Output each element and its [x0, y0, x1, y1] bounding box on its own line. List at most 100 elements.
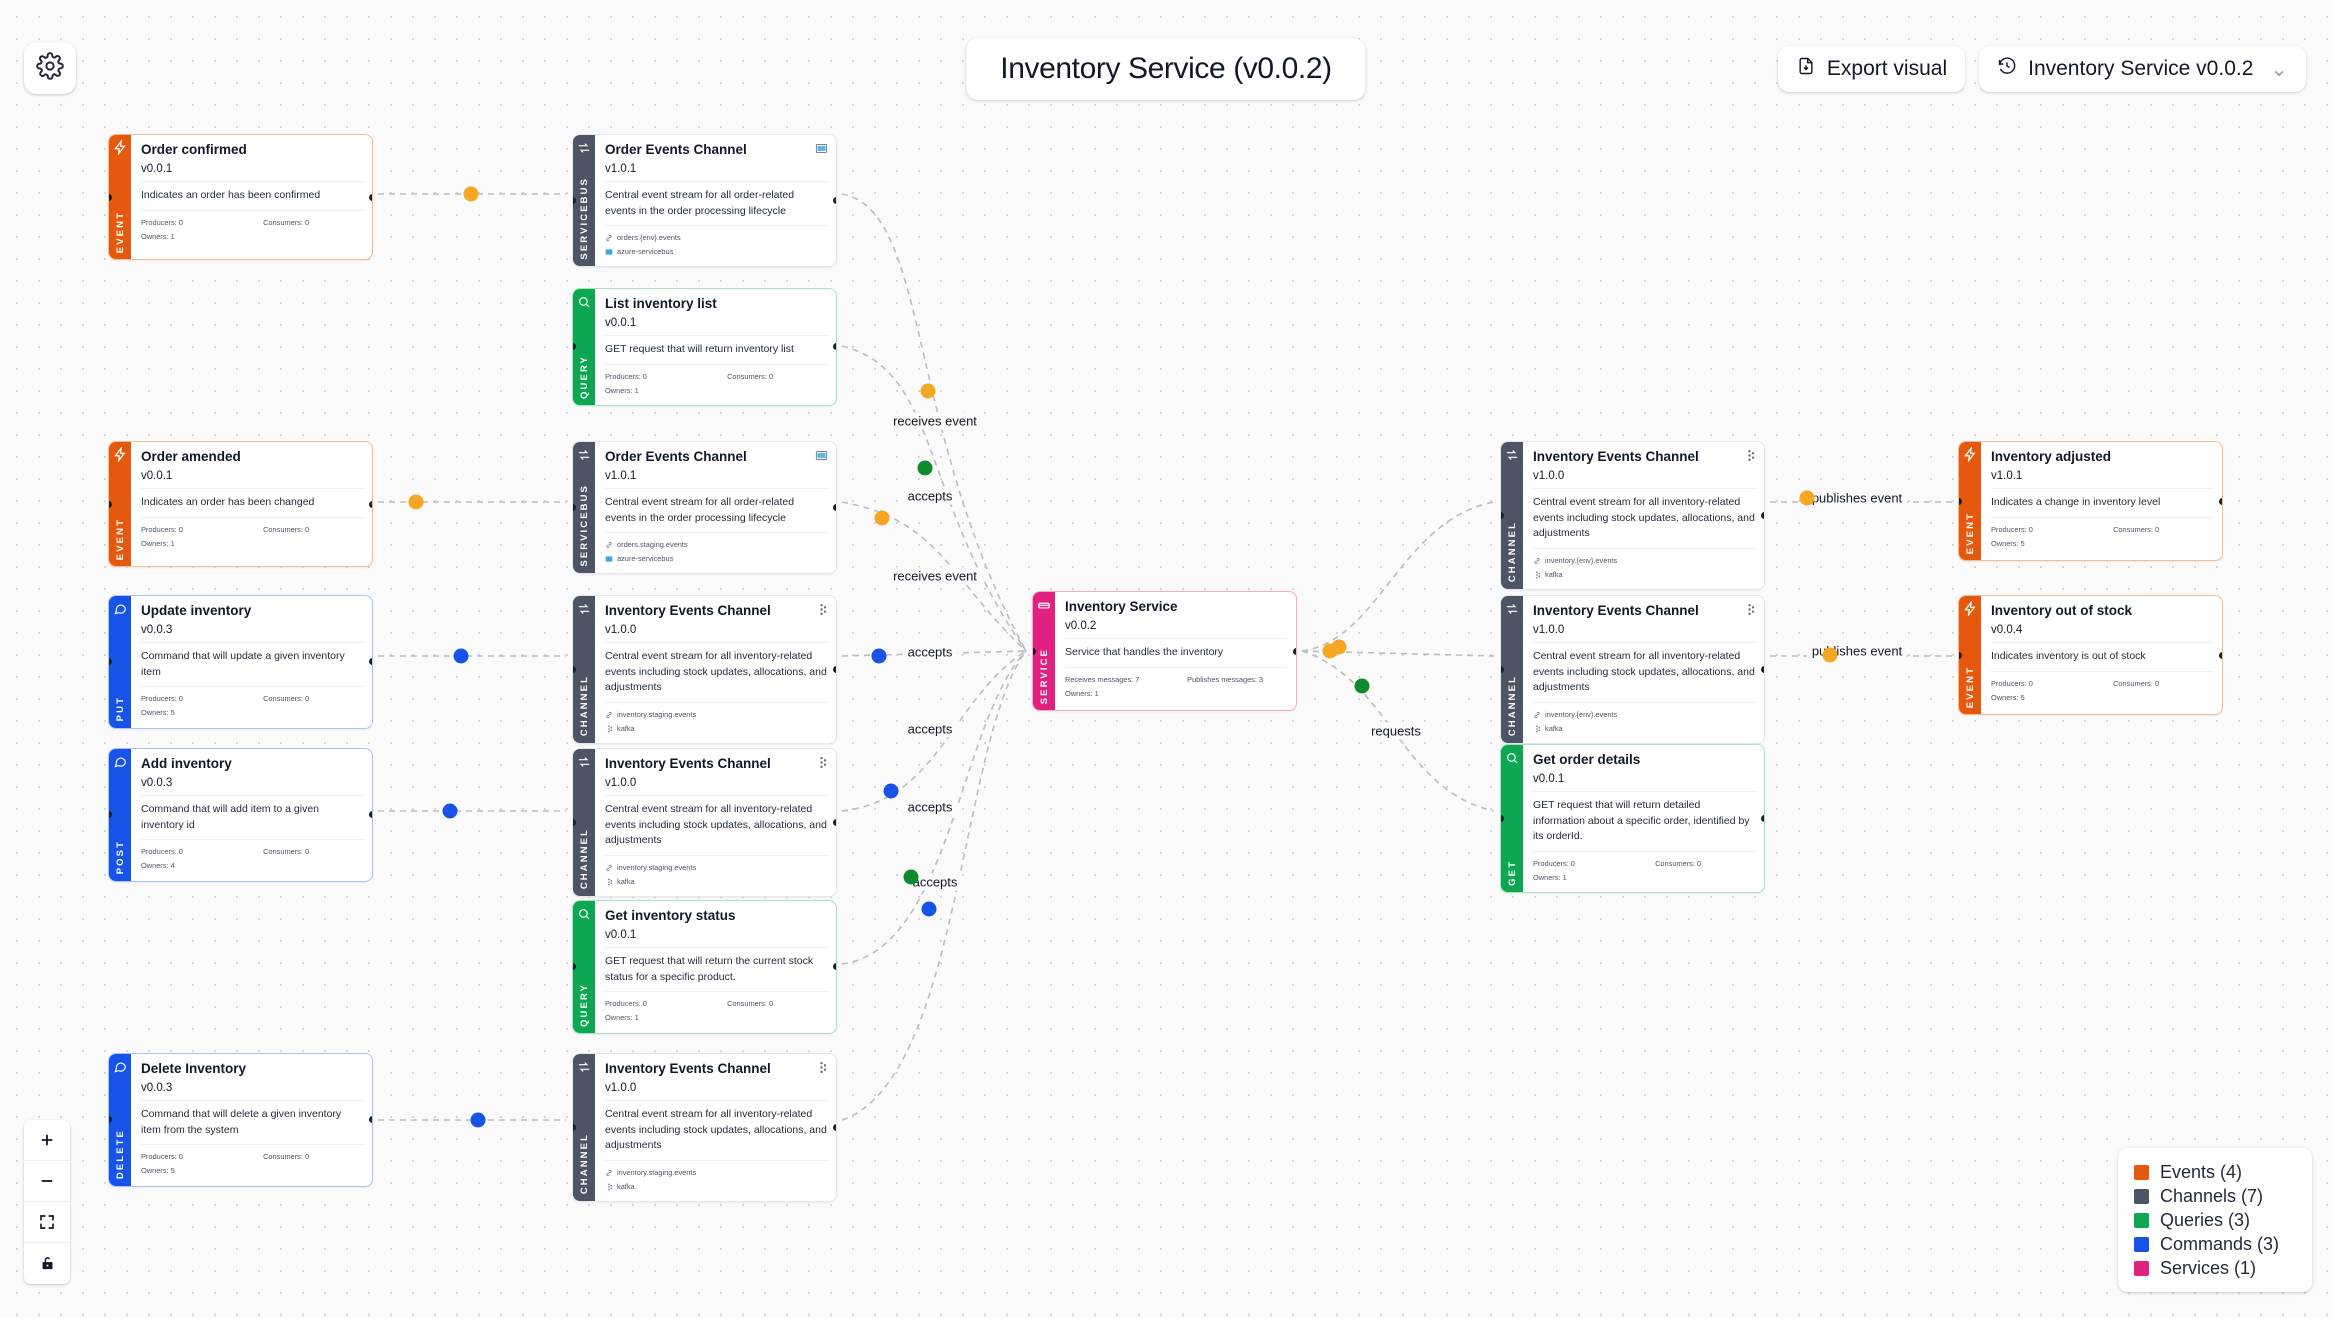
- exchange-icon: [577, 140, 592, 155]
- node-inventory-adjusted[interactable]: EVENT Inventory adjusted v1.0.1 Indicate…: [1958, 441, 2223, 561]
- node-inventory-events-channel-3[interactable]: CHANNEL Inventory Events Channel v1.0.0 …: [572, 1053, 837, 1202]
- legend-item[interactable]: Queries (3): [2134, 1208, 2296, 1232]
- legend-item[interactable]: Channels (7): [2134, 1184, 2296, 1208]
- node-body: Order Events Channel v1.0.1 Central even…: [595, 135, 836, 266]
- node-list-inventory-list[interactable]: QUERY List inventory list v0.0.1 GET req…: [572, 288, 837, 406]
- bolt-icon: [1963, 601, 1978, 616]
- node-order-amended[interactable]: EVENT Order amended v0.0.1 Indicates an …: [108, 441, 373, 567]
- node-add-inventory[interactable]: POST Add inventory v0.0.3 Command that w…: [108, 748, 373, 882]
- fit-view-button[interactable]: [24, 1202, 70, 1243]
- legend-swatch-services: [2134, 1260, 2149, 1276]
- node-rail: EVENT: [1959, 596, 1981, 714]
- node-handle-right[interactable]: [2219, 651, 2222, 659]
- node-get-order-details[interactable]: GET Get order details v0.0.1 GET request…: [1500, 744, 1765, 894]
- node-handle-right[interactable]: [833, 343, 836, 351]
- edge-animation-dot: [920, 383, 936, 399]
- node-body: Delete Inventory v0.0.3 Command that wil…: [131, 1054, 372, 1186]
- consumers-count: Consumers: 0: [263, 217, 310, 227]
- node-inventory-out-of-stock[interactable]: EVENT Inventory out of stock v0.0.4 Indi…: [1958, 595, 2223, 715]
- node-handle-left[interactable]: [1959, 497, 1962, 505]
- legend-item[interactable]: Events (4): [2134, 1160, 2296, 1184]
- node-order-events-channel-1[interactable]: SERVICEBUS Order Events Channel v1.0.1 C…: [572, 134, 837, 267]
- bolt-icon: [1963, 447, 1978, 462]
- node-handle-right[interactable]: [369, 658, 372, 666]
- node-handle-right[interactable]: [1761, 815, 1764, 823]
- node-handle-left[interactable]: [109, 193, 112, 201]
- node-handle-right[interactable]: [2219, 497, 2222, 505]
- zoom-out-button[interactable]: [24, 1161, 70, 1202]
- node-description: Indicates an order has been changed: [141, 489, 363, 518]
- node-handle-left[interactable]: [573, 343, 576, 351]
- node-tags: inventory.staging.events kafka: [605, 856, 827, 888]
- node-delete-inventory[interactable]: DELETE Delete Inventory v0.0.3 Command t…: [108, 1053, 373, 1187]
- node-description: Indicates an order has been confirmed: [141, 182, 363, 211]
- node-handle-right[interactable]: [833, 1123, 836, 1131]
- node-handle-left[interactable]: [1501, 665, 1504, 673]
- node-handle-left[interactable]: [573, 665, 576, 673]
- node-metrics: Producers: 0 Consumers: 0 Owners: 5: [1991, 672, 2213, 705]
- node-inventory-events-channel-1[interactable]: CHANNEL Inventory Events Channel v1.0.0 …: [572, 595, 837, 744]
- node-handle-left[interactable]: [1033, 647, 1036, 655]
- owners-count: Owners: 1: [1065, 688, 1099, 698]
- owners-count: Owners: 5: [1991, 538, 2025, 548]
- node-handle-right[interactable]: [1761, 665, 1764, 673]
- node-handle-left[interactable]: [109, 811, 112, 819]
- node-order-events-channel-2[interactable]: SERVICEBUS Order Events Channel v1.0.1 C…: [572, 441, 837, 574]
- node-handle-right[interactable]: [369, 500, 372, 508]
- zoom-in-button[interactable]: [24, 1120, 70, 1161]
- node-inventory-events-channel-5[interactable]: CHANNEL Inventory Events Channel v1.0.0 …: [1500, 595, 1765, 744]
- node-handle-left[interactable]: [109, 658, 112, 666]
- node-handle-right[interactable]: [369, 193, 372, 201]
- settings-button[interactable]: [24, 42, 76, 94]
- node-inventory-events-channel-2[interactable]: CHANNEL Inventory Events Channel v1.0.0 …: [572, 748, 837, 897]
- node-handle-left[interactable]: [573, 818, 576, 826]
- export-visual-button[interactable]: Export visual: [1777, 46, 1966, 92]
- edge-animation-dot: [903, 869, 919, 885]
- node-handle-right[interactable]: [1761, 511, 1764, 519]
- producers-count: Producers: 0: [141, 217, 183, 227]
- node-order-confirmed[interactable]: EVENT Order confirmed v0.0.1 Indicates a…: [108, 134, 373, 260]
- node-handle-left[interactable]: [573, 503, 576, 511]
- node-version: v1.0.0: [605, 777, 827, 796]
- node-handle-left[interactable]: [1501, 511, 1504, 519]
- node-handle-right[interactable]: [369, 1116, 372, 1124]
- node-handle-left[interactable]: [1959, 651, 1962, 659]
- exchange-icon: [577, 1059, 592, 1074]
- node-version: v1.0.1: [605, 470, 827, 489]
- node-handle-right[interactable]: [1293, 647, 1296, 655]
- consumers-count: Consumers: 0: [2113, 678, 2160, 688]
- node-handle-right[interactable]: [833, 665, 836, 673]
- node-handle-left[interactable]: [109, 1116, 112, 1124]
- channel-address: inventory.{env}.events: [1533, 554, 1755, 568]
- node-handle-right[interactable]: [833, 963, 836, 971]
- consumers-count: Consumers: 0: [1655, 859, 1702, 869]
- legend-item[interactable]: Services (1): [2134, 1256, 2296, 1280]
- node-handle-right[interactable]: [833, 196, 836, 204]
- chevron-down-icon[interactable]: ⌄: [2270, 57, 2288, 81]
- node-handle-left[interactable]: [573, 1123, 576, 1131]
- node-body: Inventory adjusted v1.0.1 Indicates a ch…: [1981, 442, 2222, 560]
- owners-count: Owners: 4: [141, 861, 175, 871]
- node-handle-left[interactable]: [573, 963, 576, 971]
- node-handle-right[interactable]: [833, 503, 836, 511]
- producers-count: Producers: 0: [1991, 678, 2033, 688]
- node-rail: SERVICEBUS: [573, 135, 595, 266]
- lock-toggle-button[interactable]: [24, 1243, 70, 1284]
- node-update-inventory[interactable]: PUT Update inventory v0.0.3 Command that…: [108, 595, 373, 729]
- node-handle-left[interactable]: [573, 196, 576, 204]
- document-download-icon: [1796, 56, 1816, 82]
- node-inventory-events-channel-4[interactable]: CHANNEL Inventory Events Channel v1.0.0 …: [1500, 441, 1765, 590]
- node-inventory-service[interactable]: SERVICE Inventory Service v0.0.2 Service…: [1032, 591, 1297, 711]
- node-get-inventory-status[interactable]: QUERY Get inventory status v0.0.1 GET re…: [572, 900, 837, 1034]
- node-body: Inventory Events Channel v1.0.0 Central …: [1523, 596, 1764, 743]
- node-kind-label: CHANNEL: [1506, 521, 1518, 583]
- version-selector[interactable]: Inventory Service v0.0.2 ⌄: [1979, 46, 2306, 92]
- node-rail: POST: [109, 749, 131, 881]
- node-handle-right[interactable]: [833, 818, 836, 826]
- legend-item[interactable]: Commands (3): [2134, 1232, 2296, 1256]
- node-body: Get order details v0.0.1 GET request tha…: [1523, 745, 1764, 892]
- node-handle-left[interactable]: [1501, 815, 1504, 823]
- node-handle-right[interactable]: [369, 811, 372, 819]
- node-handle-left[interactable]: [109, 500, 112, 508]
